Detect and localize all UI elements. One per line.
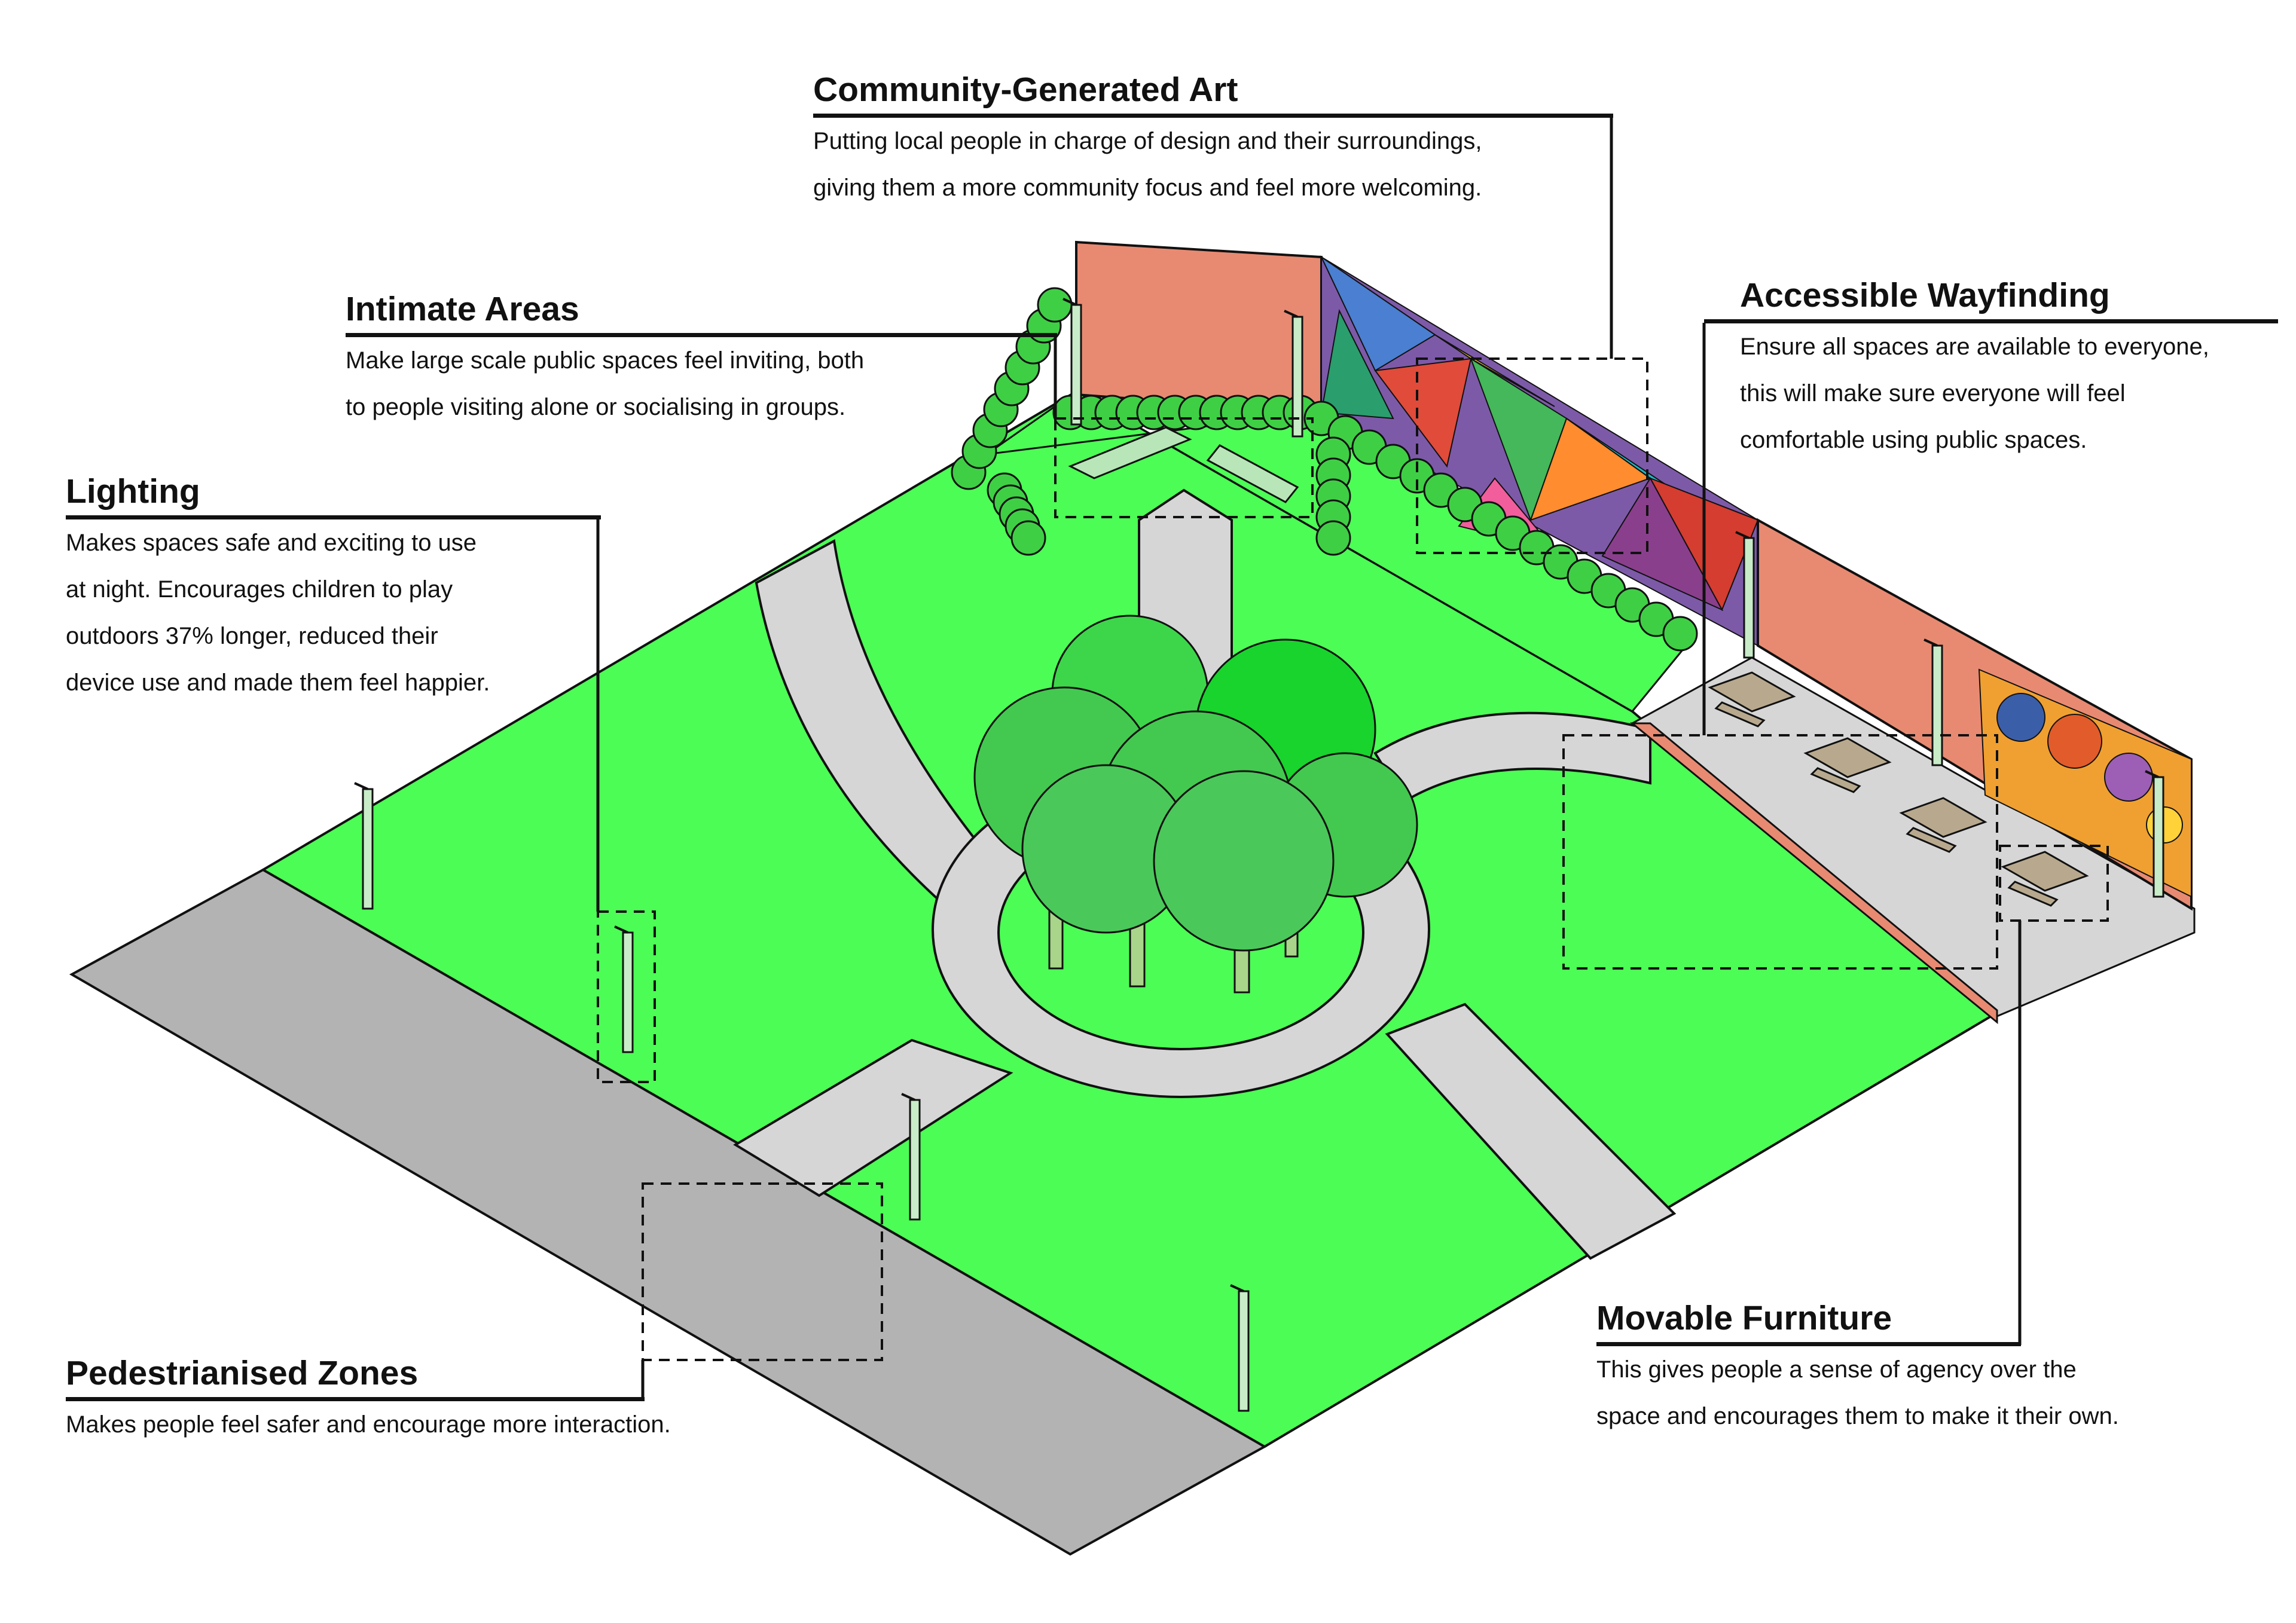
underline-rule	[1704, 319, 2278, 323]
callout-community-art: Community-Generated Art Putting local pe…	[813, 71, 1614, 211]
callout-body: Putting local people in charge of design…	[813, 127, 1482, 201]
lamp-arm	[1284, 310, 1298, 318]
callout-movable-furniture: Movable Furniture This gives people a se…	[1596, 1299, 2254, 1439]
lamp-arm	[1923, 638, 1938, 647]
ramp-wall	[1629, 722, 1998, 1025]
lamp-arm	[614, 925, 628, 934]
lamp-post	[362, 788, 374, 910]
callout-lighting: Lighting Makes spaces safe and exciting …	[66, 472, 604, 706]
hedge-row	[951, 287, 1698, 652]
leader-lines	[596, 117, 2022, 1399]
lamp-post	[1743, 537, 1755, 659]
lamp-posts	[354, 298, 2164, 1412]
callout-title: Community-Generated Art	[813, 71, 1238, 109]
lamp-post	[1070, 304, 1082, 426]
picnic-table-top	[2001, 851, 2089, 892]
lamp-arm	[901, 1093, 915, 1101]
callout-body: Ensure all spaces are available to every…	[1740, 333, 2209, 453]
back-wall-left	[1075, 240, 1323, 414]
highlight-boxes	[597, 357, 2109, 1361]
underline-rule	[66, 1396, 645, 1401]
tree-cluster	[973, 615, 1418, 994]
hedge-bush	[1010, 520, 1046, 556]
lamp-arm	[354, 782, 368, 790]
callout-title: Accessible Wayfinding	[1740, 276, 2110, 314]
callout-title: Pedestrianised Zones	[66, 1354, 419, 1392]
mural-graffiti	[1978, 668, 2192, 898]
callout-accessible-wayfinding: Accessible Wayfinding Ensure all spaces …	[1704, 276, 2278, 463]
picnic-tables	[1708, 671, 2089, 907]
lamp-post	[1238, 1290, 1250, 1412]
picnic-table-top	[1803, 737, 1892, 778]
callout-body: Makes spaces safe and exciting to use at…	[66, 529, 490, 696]
lamp-arm	[2145, 770, 2159, 778]
lamp-arm	[1062, 298, 1077, 306]
callout-title: Movable Furniture	[1596, 1299, 1892, 1337]
callout-body: Makes people feel safer and encourage mo…	[66, 1411, 671, 1438]
picnic-table-top	[1899, 797, 1987, 838]
hedge-bush	[1315, 520, 1351, 556]
picnic-bench	[1906, 827, 1957, 853]
underline-rule	[1596, 1341, 2021, 1346]
lamp-post	[622, 931, 634, 1053]
hedge-bush	[1662, 616, 1698, 652]
callout-body: This gives people a sense of agency over…	[1596, 1356, 2119, 1429]
underline-rule	[813, 113, 1613, 118]
lamp-post	[1931, 644, 1943, 766]
lamp-arm	[1230, 1284, 1244, 1292]
picnic-bench	[1810, 767, 1861, 793]
lamp-arm	[1735, 531, 1750, 539]
picnic-table-top	[1708, 671, 1796, 713]
planter-benches	[1068, 426, 1299, 503]
lamp-post	[909, 1099, 921, 1221]
underline-rule	[66, 515, 601, 519]
picnic-bench	[2007, 881, 2059, 907]
picnic-bench	[1714, 701, 1766, 728]
callout-intimate-areas: Intimate Areas Make large scale public s…	[346, 290, 1057, 430]
callout-body: Make large scale public spaces feel invi…	[346, 347, 865, 420]
underline-rule	[346, 332, 1057, 337]
callout-title: Intimate Areas	[346, 290, 579, 328]
callout-pedestrianised-zones: Pedestrianised Zones Makes people feel s…	[66, 1354, 843, 1448]
lamp-post	[2152, 776, 2164, 898]
callout-title: Lighting	[66, 472, 200, 511]
